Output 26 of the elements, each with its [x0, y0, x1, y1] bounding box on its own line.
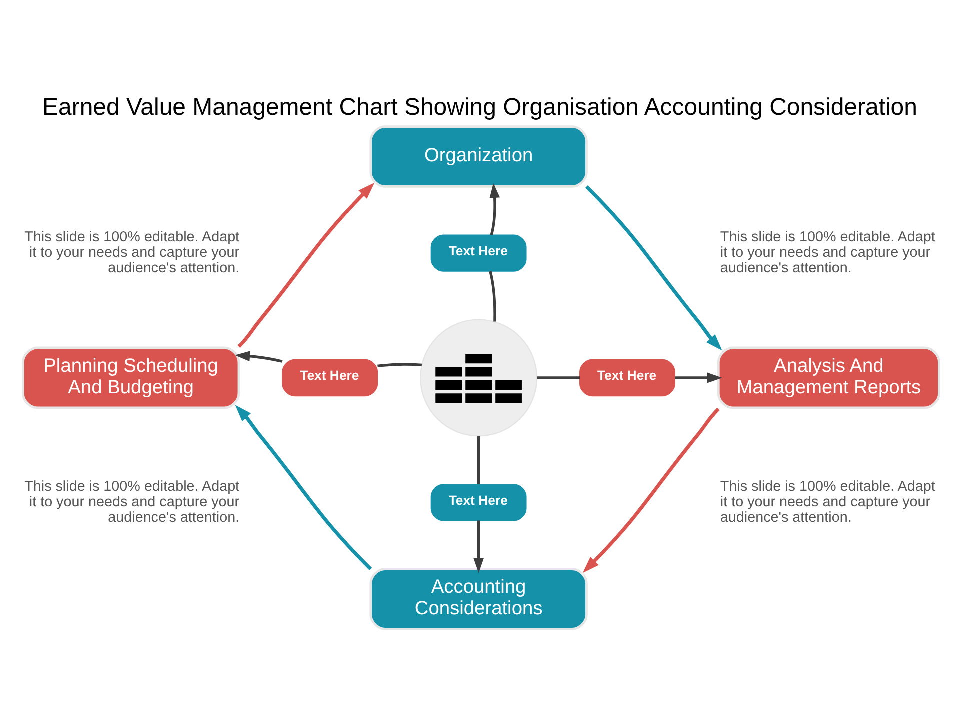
node-box: Text Here: [430, 484, 527, 522]
node-box: Organization: [370, 126, 588, 188]
diagram-title: Earned Value Management Chart Showing Organisation Accounting Consideration: [42, 94, 918, 121]
connector: [489, 271, 496, 322]
label: This slide is 100% editable. Adapt it to your needs and capture your audience's attention.: [24, 229, 240, 277]
arrow: [474, 520, 484, 574]
connector: [537, 376, 580, 380]
node-box: Accounting Considerations: [370, 568, 588, 630]
label: This slide is 100% editable. Adapt it to your needs and capture your audience's attention.: [720, 478, 936, 526]
arrow: [585, 185, 722, 351]
node-box: Text Here: [430, 234, 527, 272]
label: This slide is 100% editable. Adapt it to your needs and capture your audience's attention.: [24, 478, 240, 526]
arrow: [235, 405, 372, 570]
connector: [378, 363, 422, 368]
arrow: [235, 351, 283, 363]
arrow: [675, 372, 722, 384]
connector: [477, 436, 480, 484]
arrow: [238, 182, 375, 348]
node-box: Text Here: [282, 359, 378, 397]
label: This slide is 100% editable. Adapt it to your needs and capture your audience's attention.: [720, 229, 936, 277]
node-box: Planning Scheduling And Budgeting: [22, 346, 240, 410]
node-box: Text Here: [580, 359, 676, 397]
node-box: Analysis And Management Reports: [717, 346, 940, 410]
node-circle: [420, 319, 538, 437]
arrow: [490, 183, 500, 236]
arrow: [582, 408, 720, 574]
